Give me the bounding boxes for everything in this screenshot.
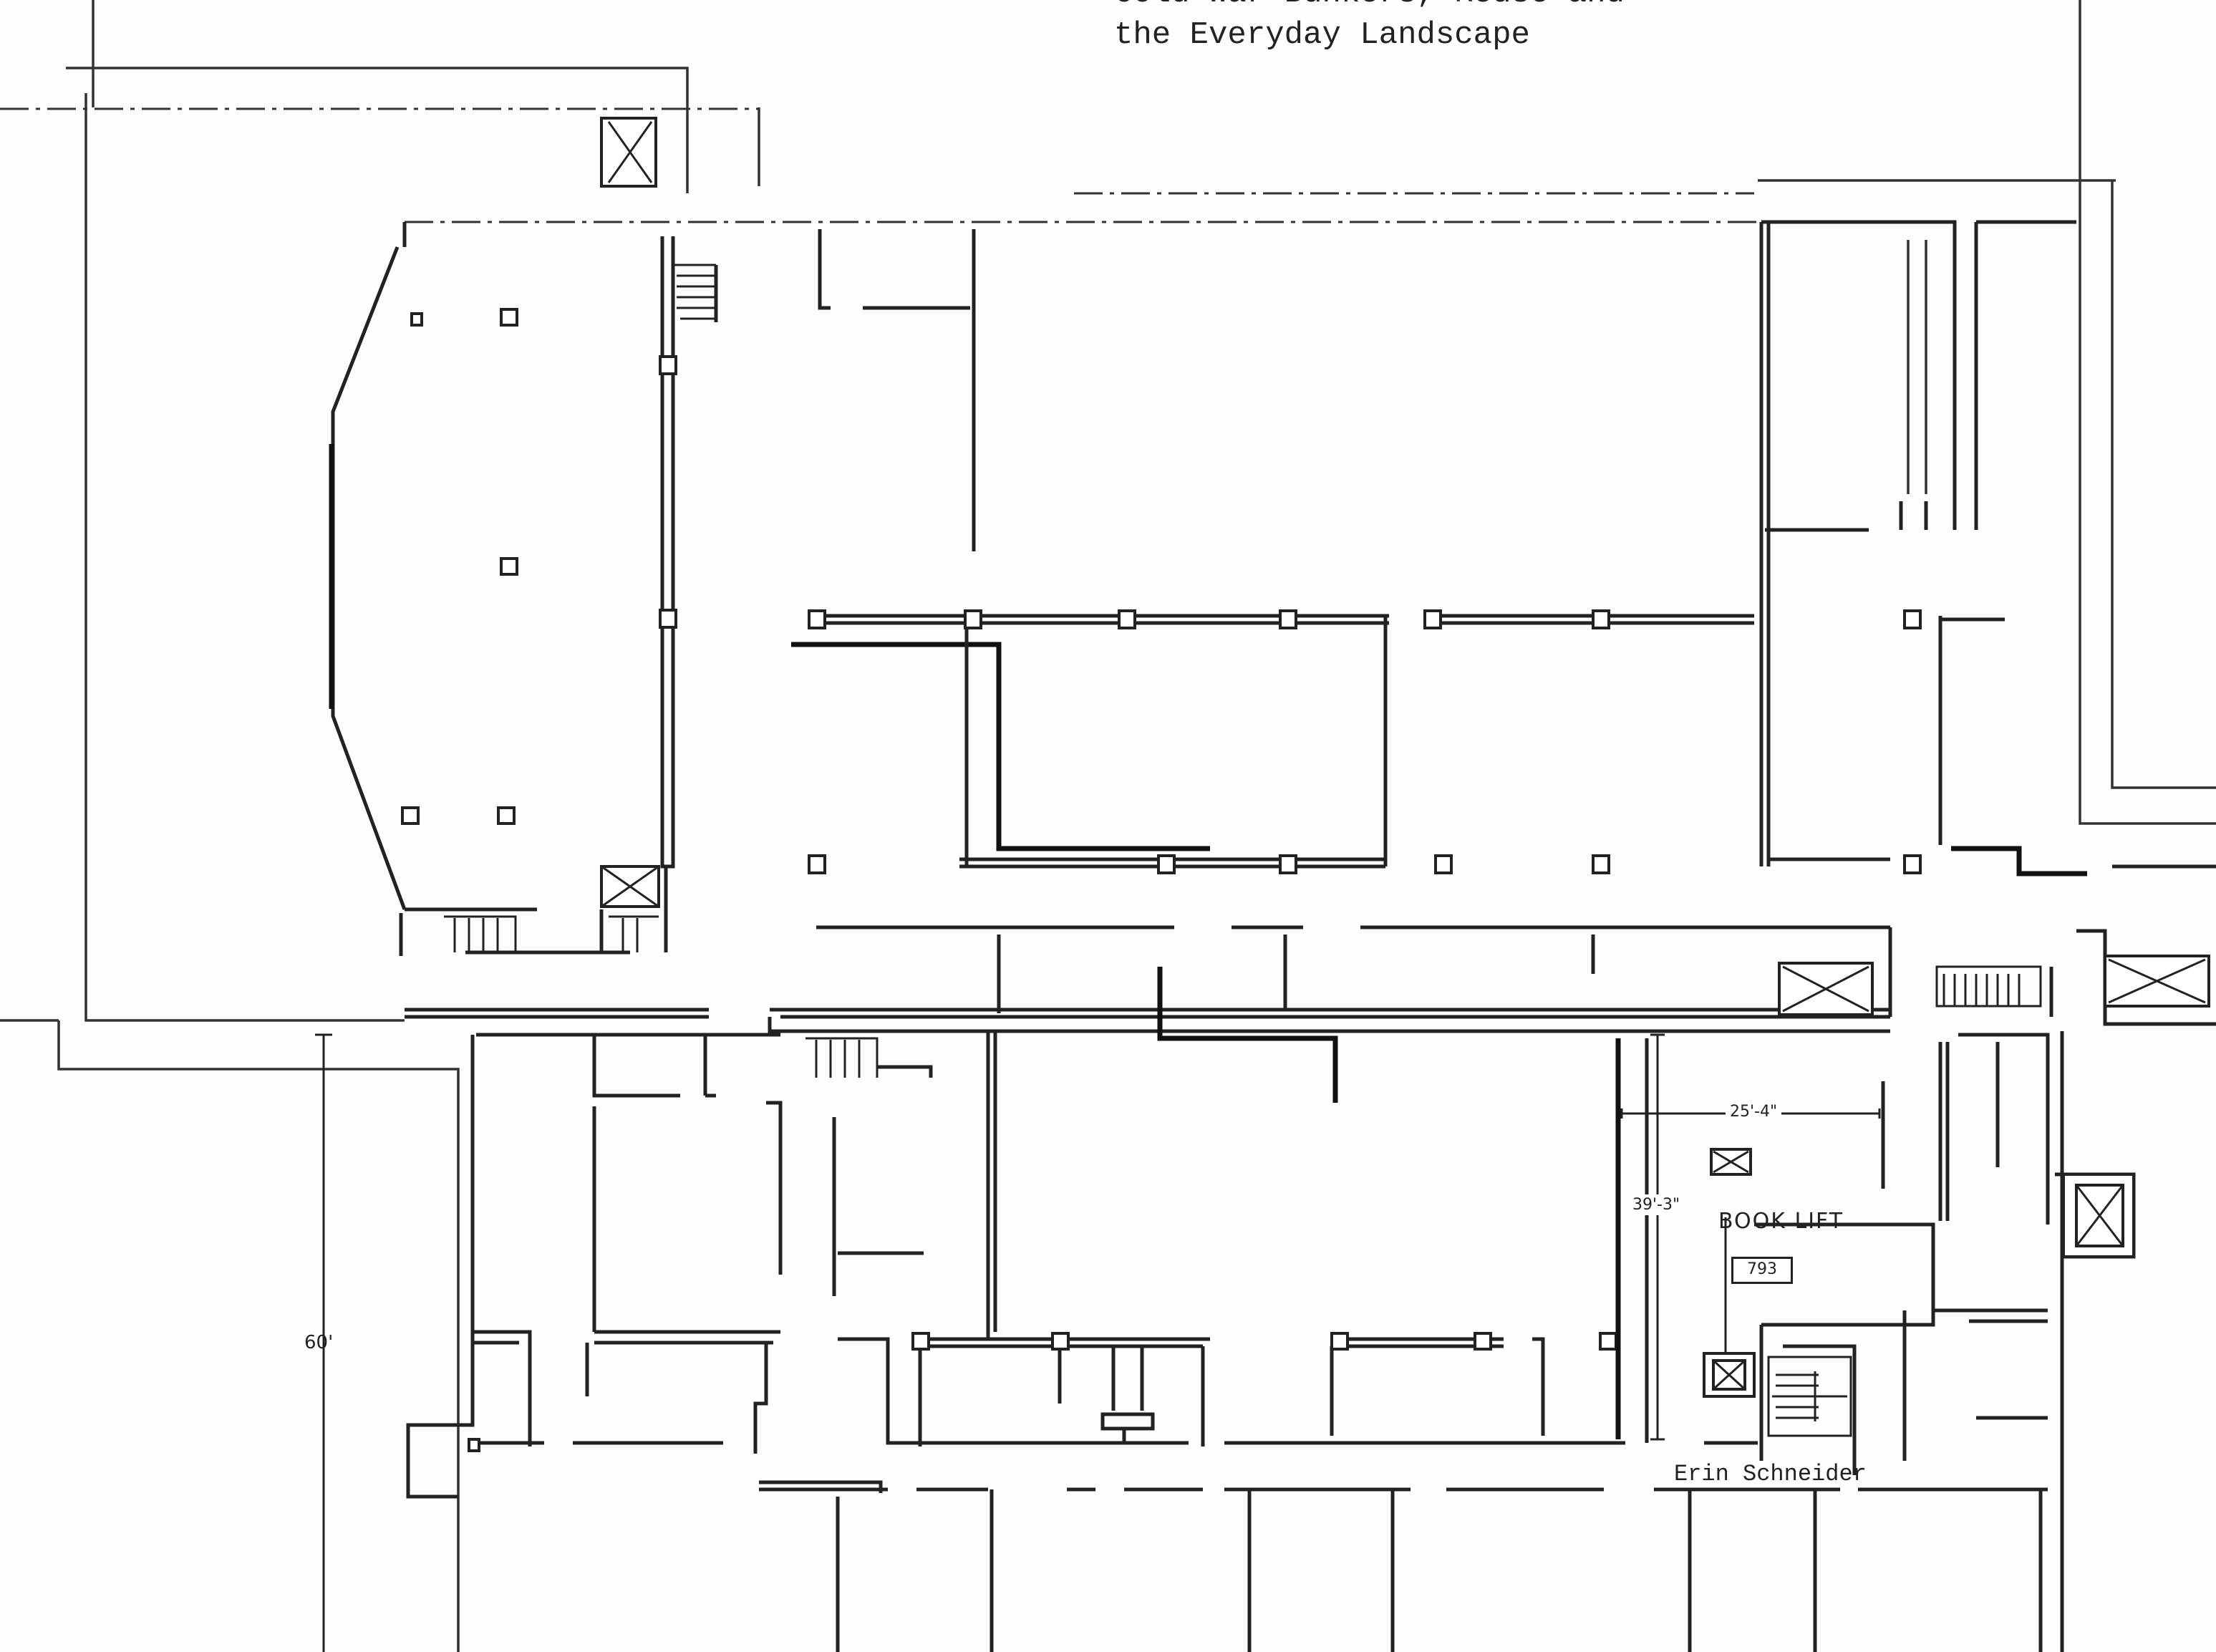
stairs-center-left [805, 1037, 933, 1078]
book-lift-shaft[interactable] [1703, 1217, 1756, 1398]
dimension-left-label: 60' [304, 1332, 334, 1353]
drawing-title: Cold War Bunkers, Reuse and the Everyday… [1114, 0, 1625, 56]
elevator-shaft-left[interactable] [600, 865, 660, 908]
dimension-width-label: 25'-4" [1726, 1103, 1782, 1121]
book-lift-label: BOOK LIFT [1718, 1209, 1844, 1234]
equipment-box-right[interactable] [2062, 1173, 2135, 1258]
columns-left-hall [401, 308, 677, 825]
stairs-book-lift [1767, 1356, 1852, 1437]
right-wing-walls [1761, 220, 2216, 876]
stairs-left [444, 264, 718, 952]
dimension-height-label: 39'-3" [1632, 1194, 1680, 1215]
lower-middle-walls [838, 1337, 1625, 1446]
equipment-box-small[interactable] [1710, 1148, 1752, 1176]
lower-corridor-walls [759, 1480, 2048, 1652]
author-credit: Erin Schneider [1674, 1461, 1867, 1487]
book-lift-walls [1615, 1031, 2136, 1652]
elevator-corridor-right[interactable] [1778, 962, 1874, 1016]
elevator-shaft-top[interactable] [600, 117, 657, 188]
lower-left-walls [406, 1031, 1210, 1499]
main-corridor-walls [405, 925, 1892, 1103]
title-line-2: the Everyday Landscape [1114, 17, 1530, 53]
upper-perimeter-walls [329, 221, 1761, 956]
columns-central [808, 609, 1922, 874]
columns-lower [468, 1332, 1617, 1452]
dimension-lines [315, 1033, 1881, 1652]
central-upper-walls [791, 222, 1771, 869]
title-line-1: Cold War Bunkers, Reuse and [1114, 0, 1625, 11]
room-number-tag: 793 [1731, 1257, 1793, 1284]
elevator-far-right[interactable] [2104, 955, 2210, 1008]
